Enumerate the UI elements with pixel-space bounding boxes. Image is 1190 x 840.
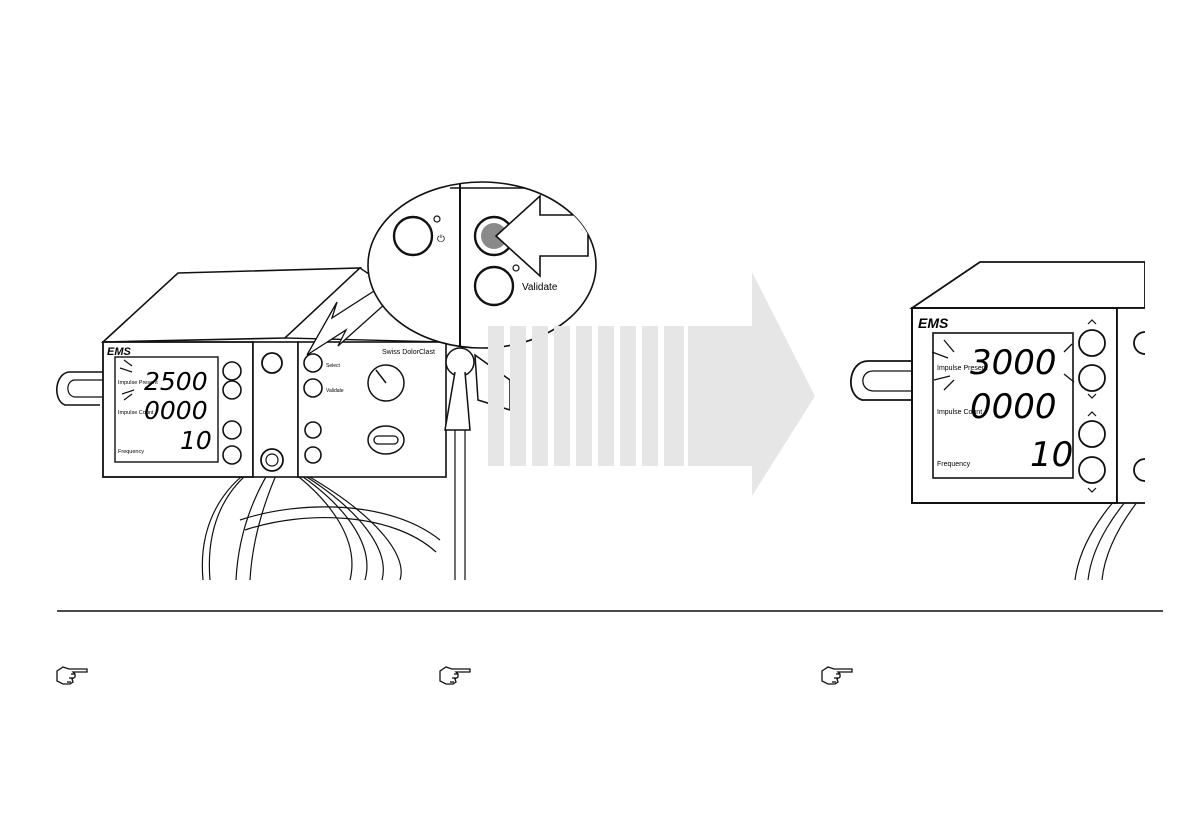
callout-power-symbol: ⏻ <box>437 234 445 245</box>
zoom-callout: ⏻ Validate <box>368 180 600 350</box>
lcd-impulse-count-value-after: 0000 <box>970 387 1057 427</box>
validate-label: Validate <box>326 388 344 394</box>
pointing-hand-icon <box>57 667 87 684</box>
callout-validate-label: Validate <box>522 282 558 293</box>
callout-validate-button[interactable] <box>475 267 513 305</box>
param-frequency-label-after: Frequency <box>937 461 971 468</box>
frequency-up-button-after[interactable] <box>1079 421 1105 447</box>
lcd-impulse-present-value-after: 3000 <box>970 343 1057 383</box>
note-1 <box>57 667 87 684</box>
impulse-up-button-after[interactable] <box>1079 330 1105 356</box>
note-3 <box>822 667 852 684</box>
lcd-frequency-value-after: 10 <box>1030 435 1073 475</box>
pointing-hand-icon <box>440 667 470 684</box>
hanger-hook <box>57 372 103 405</box>
callout-validate-led <box>513 265 519 271</box>
validate-button[interactable] <box>304 379 322 397</box>
select-label: Select <box>326 363 341 369</box>
impulse-down-button[interactable] <box>223 381 241 399</box>
param-frequency-label: Frequency <box>118 449 144 455</box>
callout-power-led <box>434 216 440 222</box>
brand-logo-after: EMS <box>918 315 949 331</box>
device-after: EMS Impulse Present 3000 Impulse Count 0… <box>851 262 1157 580</box>
brand-logo: EMS <box>107 346 132 358</box>
callout-power-button[interactable] <box>394 217 432 255</box>
impulse-down-button-after[interactable] <box>1079 365 1105 391</box>
impulse-up-button[interactable] <box>223 362 241 380</box>
frequency-down-button[interactable] <box>223 446 241 464</box>
pointing-hand-icon <box>822 667 852 684</box>
handpiece-connector <box>261 449 283 471</box>
model-label: Swiss DolorClast <box>382 349 435 356</box>
power-button[interactable] <box>262 353 282 373</box>
lcd-impulse-count-value: 0000 <box>144 396 208 425</box>
lcd-impulse-present-value: 2500 <box>144 367 208 396</box>
lcd-frequency-value: 10 <box>180 426 212 455</box>
select-button[interactable] <box>304 354 322 372</box>
frequency-up-button[interactable] <box>223 421 241 439</box>
note-2 <box>440 667 470 684</box>
frequency-down-button-after[interactable] <box>1079 457 1105 483</box>
